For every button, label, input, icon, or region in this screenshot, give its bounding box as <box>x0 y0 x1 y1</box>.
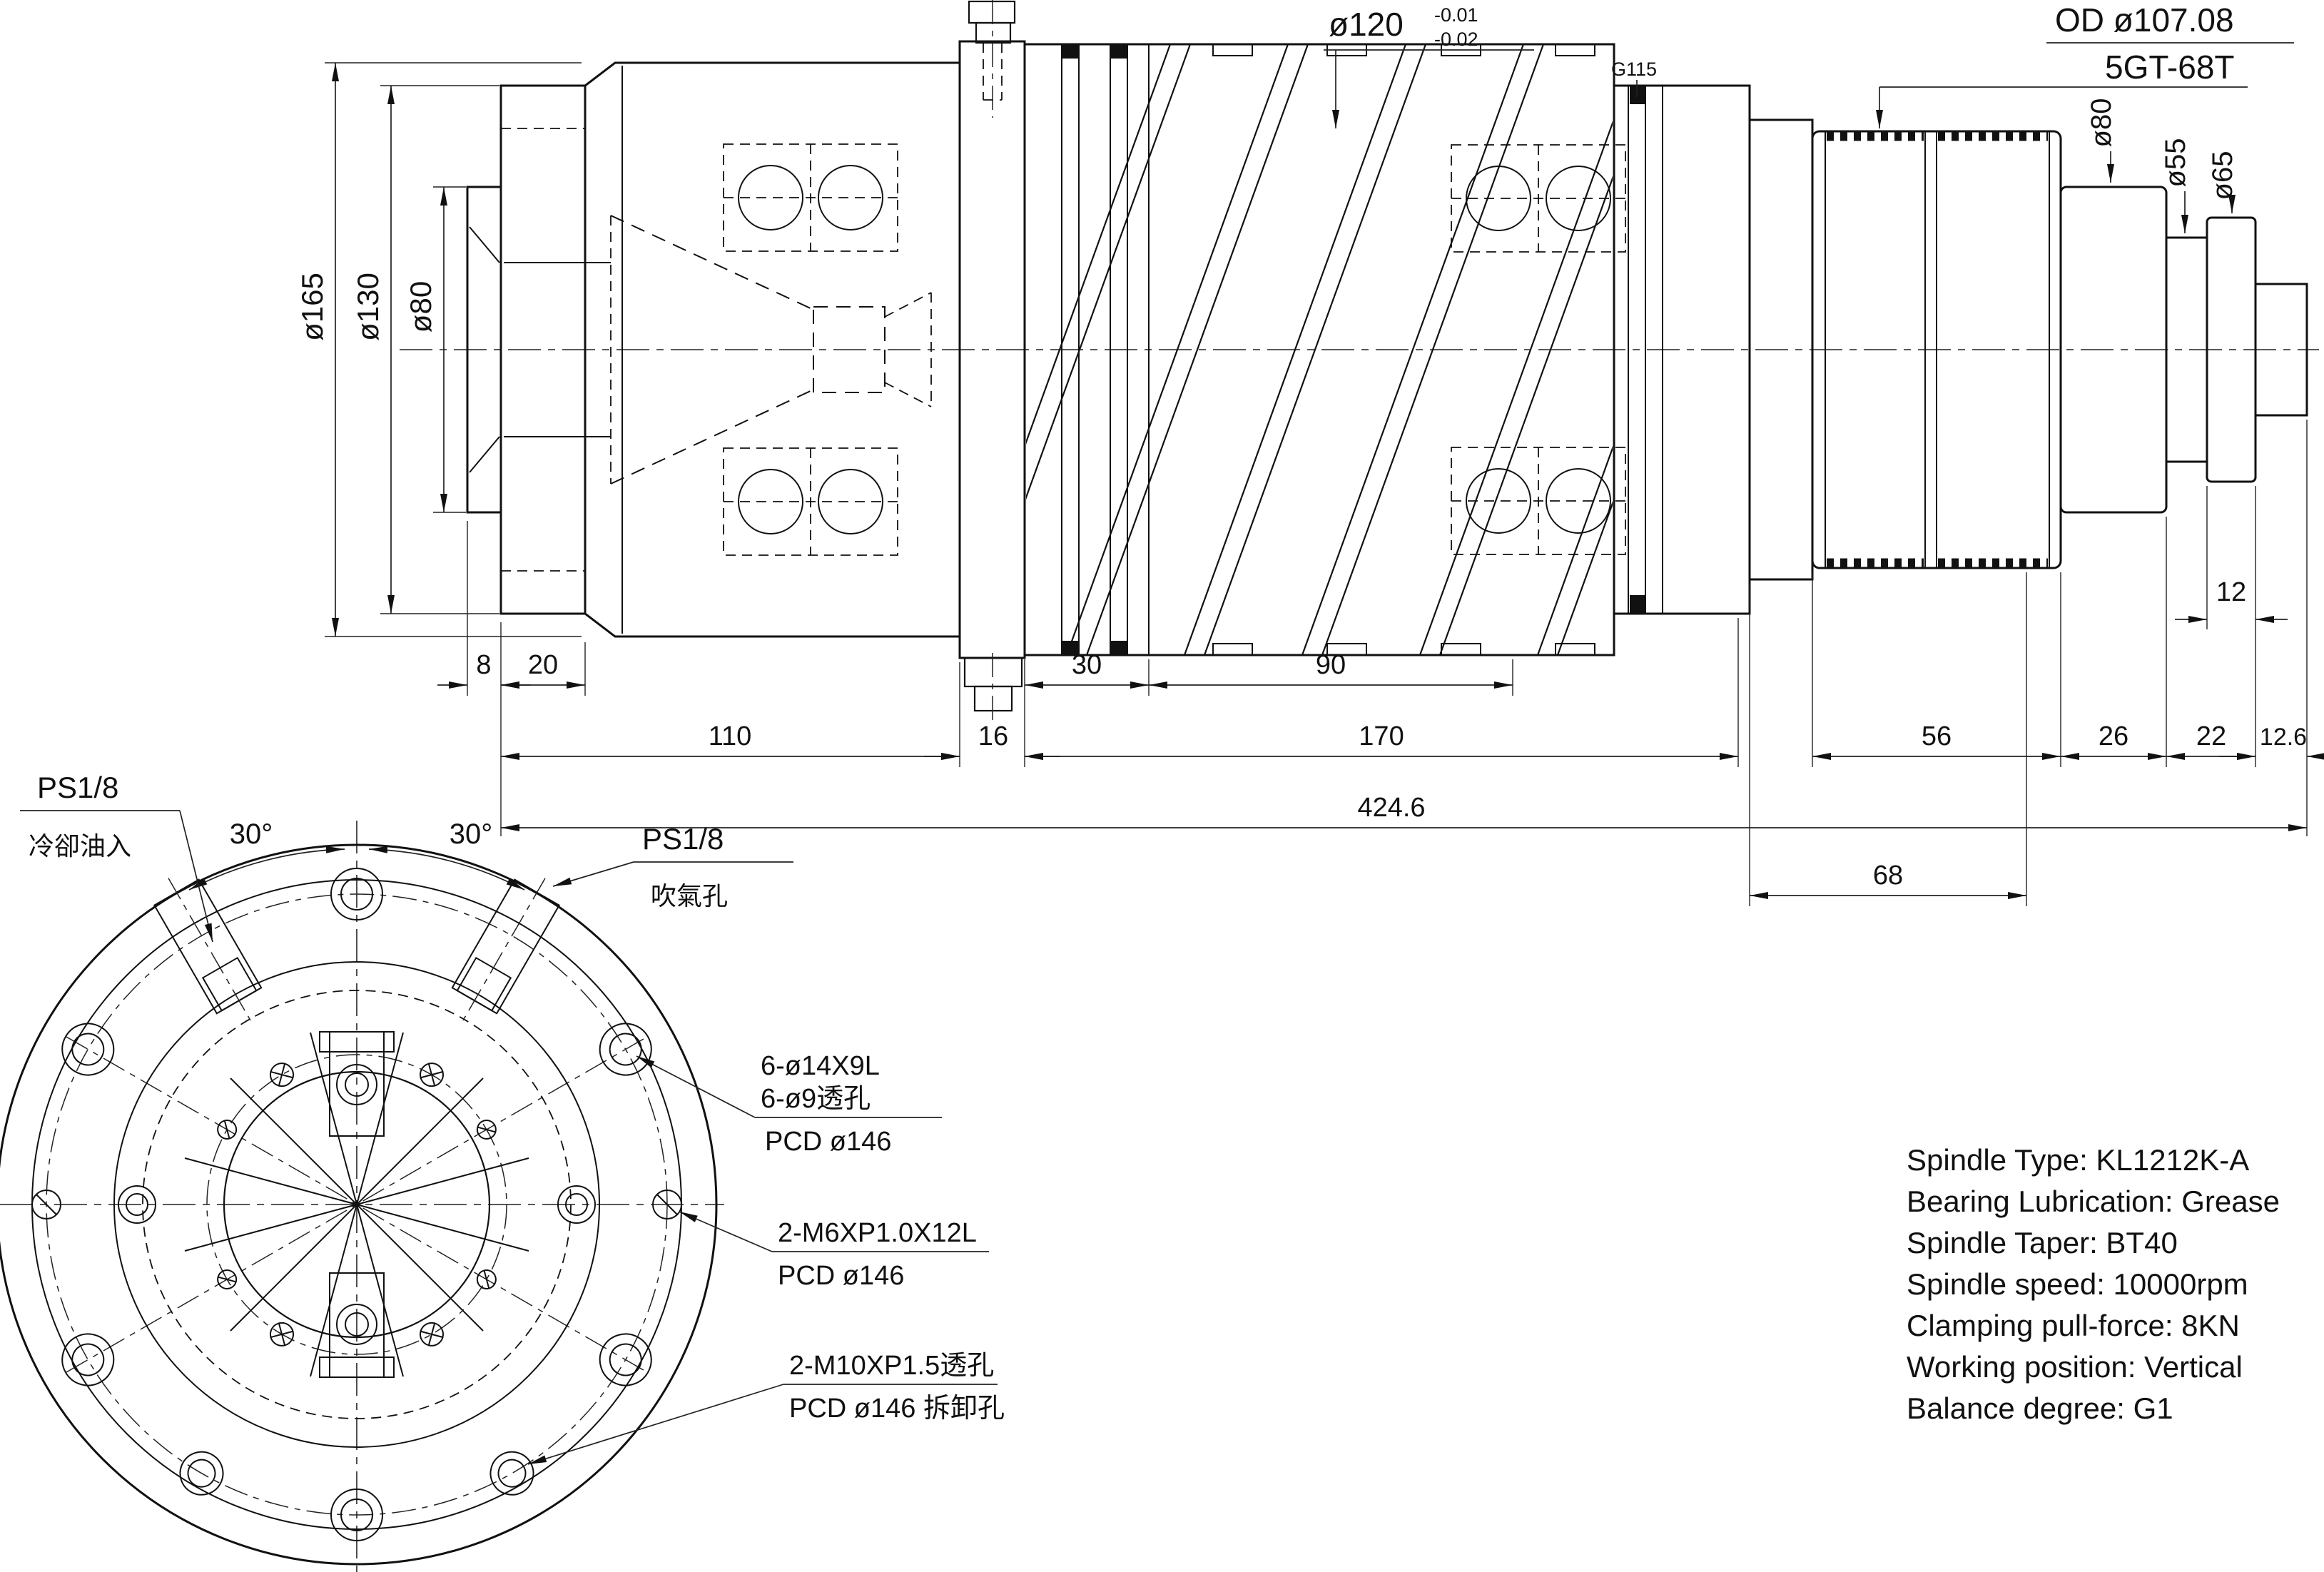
keyway-slot-bottom <box>319 1272 395 1378</box>
dim-110-label: 110 <box>709 721 752 751</box>
side-view: ø165 ø130 ø80 ø120 -0.01 -0.02 G115 <box>295 0 2324 906</box>
bottom-fitting <box>963 653 1023 722</box>
dim-110: 110 <box>501 721 960 760</box>
groove-g115: G115 <box>1611 59 1657 97</box>
dim-12-label: 12 <box>2216 577 2246 607</box>
note-m10: 2-M10XP1.5透孔 PCD ø146 拆卸孔 <box>527 1351 1005 1465</box>
dim-26-label: 26 <box>2099 721 2128 751</box>
dim-16: 16 <box>924 721 1060 760</box>
dia-80-shaft-label: ø80 <box>2086 98 2117 148</box>
dim-dia-80: ø80 <box>404 186 466 513</box>
dim-170: 170 <box>1025 721 1738 760</box>
dim-56: 56 <box>1812 721 2061 760</box>
dim-12-6: 12.6 <box>2219 724 2324 760</box>
dim-68-label: 68 <box>1873 861 1903 891</box>
mid-axis-holes <box>118 1185 596 1224</box>
dim-424-6: 424.6 <box>501 793 2307 831</box>
bore-circle <box>223 1070 491 1339</box>
pulley-belt-label: 5GT-68T <box>2105 49 2235 86</box>
extension-lines <box>467 420 2308 906</box>
top-plug <box>968 0 1016 118</box>
spec-line-3: Spindle speed: 10000rpm <box>1907 1267 2248 1301</box>
spec-line-5: Working position: Vertical <box>1907 1350 2243 1384</box>
spec-line-4: Clamping pull-force: 8KN <box>1907 1309 2240 1342</box>
dim-22-label: 22 <box>2196 721 2226 751</box>
dim-26: 26 <box>2061 721 2166 760</box>
bt40-taper-hidden <box>610 215 932 485</box>
spec-line-0: Spindle Type: KL1212K-A <box>1907 1143 2249 1177</box>
dim-30-label: 30 <box>1072 650 1102 680</box>
port-right-size: PS1/8 <box>642 822 724 856</box>
inner-pcd-circle <box>206 1054 507 1355</box>
dia-120-tol-upper: -0.01 <box>1434 4 1478 26</box>
dim-8-label: 8 <box>476 650 491 680</box>
dia-65-label: ø65 <box>2207 151 2238 201</box>
hidden-circle <box>142 990 572 1419</box>
port-right-name-cn: 吹氣孔 <box>651 881 728 911</box>
oring-grooves <box>1061 44 1150 655</box>
dim-170-label: 170 <box>1359 721 1404 751</box>
dia-120-label: ø120 <box>1329 6 1404 43</box>
port-right-callout: PS1/8 吹氣孔 <box>552 822 793 911</box>
dim-dia-165: ø165 <box>295 62 582 637</box>
port-left-callout: PS1/8 冷卻油入 <box>20 771 213 943</box>
keyway-slot-top <box>319 1031 395 1137</box>
dim-22: 22 <box>2166 721 2256 760</box>
note-cbore-line1: 6-ø14X9L <box>761 1051 880 1081</box>
pulley <box>1811 130 2062 569</box>
dim-90-label: 90 <box>1316 650 1346 680</box>
pulley-od-label: OD ø107.08 <box>2055 1 2234 39</box>
spec-block: Spindle Type: KL1212K-A Bearing Lubricat… <box>1907 1143 2280 1425</box>
angle-right-label: 30° <box>450 818 493 850</box>
dim-30: 30 <box>1025 650 1149 689</box>
note-cbore-line3: PCD ø146 <box>765 1127 891 1157</box>
flange-outer-circle <box>0 843 718 1566</box>
dim-dia-120: ø120 -0.01 -0.02 <box>1324 4 1534 128</box>
dim-12: 12 <box>2175 577 2288 623</box>
dim-424-6-label: 424.6 <box>1357 793 1425 823</box>
note-m10-line1: 2-M10XP1.5透孔 <box>789 1351 994 1381</box>
dia-80-label: ø80 <box>404 281 437 333</box>
dim-20: 20 <box>501 650 585 689</box>
spec-line-1: Bearing Lubrication: Grease <box>1907 1185 2280 1218</box>
port-left-geom <box>451 878 561 1021</box>
dim-16-label: 16 <box>978 721 1008 751</box>
spec-line-6: Balance degree: G1 <box>1907 1391 2173 1425</box>
port-right-geom <box>153 878 263 1021</box>
note-m6-line1: 2-M6XP1.0X12L <box>778 1218 977 1248</box>
helical-grooves <box>1026 45 1613 654</box>
dim-20-label: 20 <box>528 650 558 680</box>
note-cbore-line2: 6-ø9透孔 <box>761 1084 871 1114</box>
note-m10-line2: PCD ø146 拆卸孔 <box>789 1394 1005 1424</box>
dim-8: 8 <box>437 650 531 689</box>
pilot-circle <box>113 961 600 1448</box>
note-m6-line2: PCD ø146 <box>778 1261 904 1291</box>
spec-line-2: Spindle Taper: BT40 <box>1907 1226 2178 1259</box>
dim-90: 90 <box>1149 650 1513 689</box>
note-m6: 2-M6XP1.0X12L PCD ø146 <box>679 1211 989 1291</box>
port-left-size: PS1/8 <box>37 771 118 804</box>
note-cbore: 6-ø14X9L 6-ø9透孔 PCD ø146 <box>636 1051 942 1157</box>
dim-dia-130: ø130 <box>351 85 499 614</box>
pulley-labels: OD ø107.08 5GT-68T <box>1876 1 2294 128</box>
dia-130-label: ø130 <box>351 273 385 341</box>
dia-120-tol-lower: -0.02 <box>1434 29 1478 50</box>
front-view: 30° 30° PS1/8 冷卻油入 PS1/8 吹氣孔 6-ø14X9L 6-… <box>0 771 1005 1572</box>
dim-12-6-label: 12.6 <box>2260 724 2307 751</box>
radial-spokes <box>184 1032 529 1377</box>
dim-56-label: 56 <box>1922 721 1952 751</box>
angle-left-label: 30° <box>230 818 273 850</box>
dim-68: 68 <box>1750 861 2026 899</box>
dia-165-label: ø165 <box>295 273 329 341</box>
shaft-dia-labels: ø80 ø55 ø65 <box>2086 98 2238 233</box>
angle-dims: 30° 30° <box>188 818 525 891</box>
port-left-name-cn: 冷卻油入 <box>29 831 131 861</box>
shaft-stub <box>2254 283 2308 417</box>
dia-55-label: ø55 <box>2160 138 2191 188</box>
g115-label: G115 <box>1611 59 1657 80</box>
